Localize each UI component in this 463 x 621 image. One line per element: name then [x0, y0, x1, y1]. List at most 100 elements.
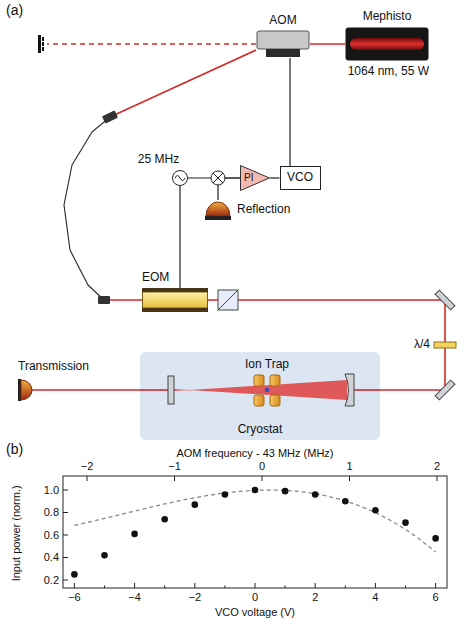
mixer-symbol — [211, 171, 225, 185]
data-point — [282, 488, 289, 495]
fiber-coupler — [98, 296, 110, 304]
axis-label: −2 — [189, 591, 202, 604]
data-point — [192, 501, 199, 508]
axis-label: 0 — [252, 591, 258, 604]
data-point — [101, 552, 108, 559]
coupler-body — [102, 110, 118, 123]
drawing-part — [173, 171, 188, 186]
node-label: 1064 nm, 55 W — [348, 65, 429, 79]
node-shape — [142, 288, 208, 312]
node-shape — [18, 379, 32, 401]
photodiode: Transmission — [18, 379, 32, 401]
drawing-part — [142, 288, 208, 292]
connector-segment — [289, 58, 290, 166]
panel-label: (b) — [6, 441, 23, 457]
axis-label: 4 — [372, 591, 378, 604]
connector-segment — [64, 117, 110, 300]
axis-label: 0.6 — [44, 529, 59, 542]
data-point — [222, 491, 229, 498]
connector-segment — [110, 50, 256, 117]
mixer-circle — [211, 171, 225, 185]
drawing-part — [254, 395, 264, 406]
data-point — [161, 516, 168, 523]
connector-segment — [32, 389, 140, 391]
axis-label: −1 — [168, 460, 181, 473]
zero-order-beam — [47, 43, 256, 45]
axis-tick — [63, 512, 68, 513]
axis-label: 0.4 — [44, 551, 59, 564]
drawing-part — [270, 395, 280, 406]
drawing-part — [345, 374, 354, 406]
drawing-part — [354, 389, 380, 391]
axis-label: 2 — [312, 591, 318, 604]
axis-tick — [435, 583, 436, 588]
axis-label: VCO voltage (V) — [215, 606, 295, 619]
drawing-part — [350, 38, 424, 50]
connector — [180, 186, 181, 288]
data-point — [342, 498, 349, 505]
connector — [32, 390, 140, 391]
drawing-part — [265, 388, 269, 392]
oscillator: 25 MHz — [172, 170, 188, 186]
drawing-part — [142, 308, 208, 312]
waveplate — [434, 342, 456, 348]
mirror-body — [435, 290, 455, 310]
axis-tick — [375, 583, 376, 588]
drawing-part — [21, 380, 32, 400]
axis-label: 0 — [259, 460, 265, 473]
node-label: Mephisto — [363, 10, 412, 24]
data-point — [402, 519, 409, 526]
node-label: VCO — [287, 171, 313, 185]
connector — [310, 44, 345, 45]
connector-segment — [310, 43, 345, 45]
data-point — [131, 531, 138, 538]
node-label: Transmission — [18, 360, 89, 374]
beam-dump — [38, 35, 44, 53]
drawing-part — [206, 202, 230, 216]
photodiode: Reflection — [205, 200, 231, 220]
axis-tick — [262, 476, 263, 481]
connector-segment — [270, 177, 280, 178]
drawing-part — [270, 375, 280, 386]
dump-fin — [42, 37, 44, 41]
drawing-part — [257, 31, 309, 49]
axis-tick — [87, 476, 88, 481]
mixer-cross — [213, 173, 223, 183]
axis-tick — [63, 580, 68, 581]
axis-label: −4 — [128, 591, 141, 604]
node-label: 25 MHz — [138, 153, 179, 167]
drawing-part — [266, 49, 300, 57]
mirror — [435, 290, 455, 310]
fit-curve — [74, 490, 435, 552]
panel-label: (a) — [6, 2, 23, 18]
connector-segment — [179, 186, 180, 288]
cube-diagonal — [218, 290, 238, 310]
dump-fin — [42, 42, 44, 46]
dump-plate — [38, 35, 41, 53]
drawing-part — [254, 375, 264, 386]
node-shape — [205, 200, 231, 220]
drawing-part — [346, 28, 429, 61]
node-label: Reflection — [237, 203, 290, 217]
axis-label: 0.8 — [44, 506, 59, 519]
axis-tick — [315, 583, 316, 588]
connector — [64, 50, 256, 300]
drawing-part — [241, 166, 270, 191]
axis-tick — [194, 583, 195, 588]
eom-crystal: EOM — [142, 288, 208, 312]
axis-label: 1.0 — [44, 484, 59, 497]
node-shape — [172, 170, 188, 186]
axis-label: 6 — [433, 591, 439, 604]
drawing-part — [175, 176, 185, 181]
node-label: Ion Trap — [245, 358, 289, 372]
vco-box: VCO — [280, 166, 321, 190]
data-point — [71, 571, 78, 578]
axis-tick — [74, 583, 75, 588]
connector — [270, 178, 280, 179]
fiber-coupler — [102, 110, 118, 123]
data-point — [432, 535, 439, 542]
node-label: AOM — [269, 14, 296, 28]
